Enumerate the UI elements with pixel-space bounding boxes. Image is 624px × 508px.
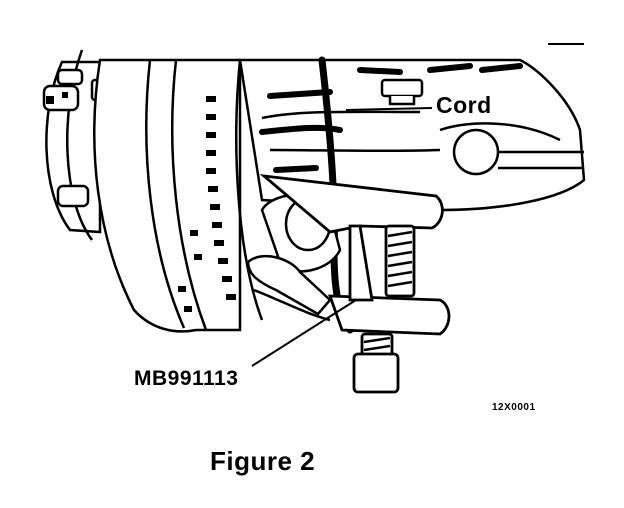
figure-caption: Figure 2 bbox=[210, 446, 316, 476]
tool-number-label: MB991113 bbox=[134, 367, 239, 390]
disc-vent-slots bbox=[178, 96, 236, 312]
cord-clip bbox=[380, 78, 424, 106]
body-shading bbox=[259, 63, 523, 173]
wheel-stud-group bbox=[46, 92, 68, 104]
image-code-label: 12X0001 bbox=[492, 402, 536, 413]
cord-label: Cord bbox=[436, 92, 492, 118]
tool-leader-line bbox=[251, 299, 357, 367]
cord-leader-line bbox=[345, 107, 433, 111]
brake-disc bbox=[93, 58, 264, 333]
bolt-threads bbox=[363, 230, 413, 352]
